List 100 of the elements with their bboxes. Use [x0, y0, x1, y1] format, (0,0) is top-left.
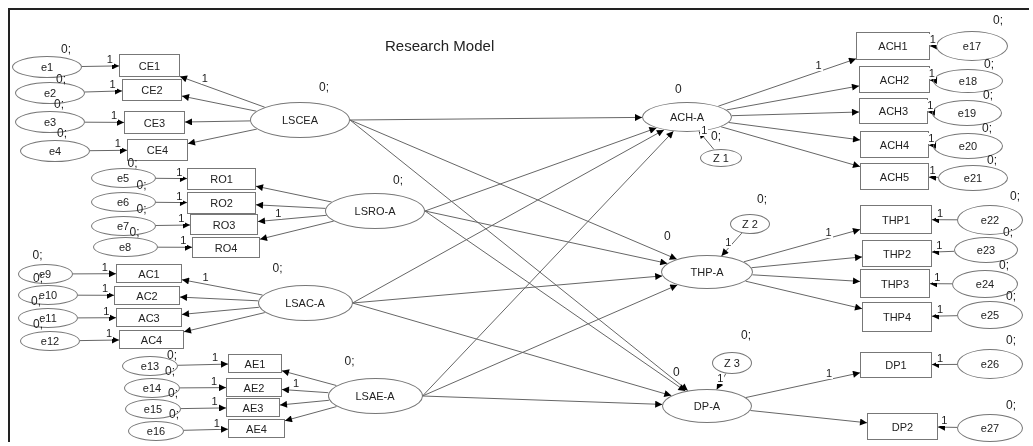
variable-label: Z 1: [713, 152, 729, 164]
edge-label: 1: [212, 417, 221, 429]
edge-label: 1: [201, 272, 210, 283]
arrow: [155, 175, 188, 183]
variable-label: e1: [40, 61, 54, 73]
variable-label: e14: [142, 382, 162, 394]
parameter-value: 0;: [1003, 226, 1013, 238]
arrow: [259, 220, 335, 241]
variable-label: e23: [976, 244, 996, 256]
arrow: [281, 386, 329, 394]
parameter-value: 0;: [1010, 190, 1020, 202]
arrow: [349, 113, 643, 121]
edge-label: 1: [700, 124, 709, 136]
parameter-value: 0;: [136, 203, 147, 215]
variable-label: THP2: [882, 247, 912, 260]
arrow: [89, 146, 128, 154]
edge-label: 1: [210, 396, 219, 408]
variable-label: DP-A: [693, 400, 721, 412]
arrow: [349, 119, 689, 392]
variable-label: e17: [962, 40, 982, 52]
arrow: [698, 131, 715, 150]
indicator-box: [119, 330, 184, 349]
indicator-box: [187, 168, 256, 190]
arrow: [728, 122, 861, 143]
edge-label: 1: [110, 110, 119, 122]
variable-label: e26: [980, 358, 1000, 370]
parameter-value: 0;: [167, 349, 177, 361]
arrow: [187, 128, 258, 146]
parameter-value: 0;: [1006, 290, 1016, 302]
variable-label: e13: [140, 360, 160, 372]
variable-label: RO4: [214, 241, 238, 254]
arrow: [179, 293, 259, 302]
arrow: [352, 129, 665, 304]
variable-label: e20: [958, 140, 978, 152]
parameter-value: 0;: [129, 226, 140, 238]
arrow: [181, 306, 260, 318]
variable-label: AE3: [242, 401, 264, 414]
parameter-value: 0;: [984, 58, 994, 70]
indicator-box: [119, 54, 180, 77]
arrow: [422, 284, 678, 397]
indicator-box: [860, 163, 929, 190]
edge-label: 1: [291, 378, 301, 390]
indicator-box: [114, 286, 180, 305]
arrow: [931, 361, 958, 369]
parameter-value: 0;: [741, 329, 751, 341]
arrow: [731, 108, 860, 117]
indicator-box: [124, 111, 185, 134]
diagram-title: Research Model: [385, 37, 495, 54]
edge-label: 1: [210, 375, 219, 387]
variable-label: AC2: [136, 289, 158, 302]
arrow: [180, 404, 227, 412]
indicator-box: [226, 398, 280, 417]
arrow: [184, 118, 251, 126]
parameter-value: 0;: [982, 122, 992, 134]
edge-label: 1: [926, 99, 935, 111]
variable-label: THP3: [880, 277, 910, 290]
arrow: [81, 62, 120, 70]
indicator-box: [860, 205, 932, 234]
arrow: [424, 210, 668, 266]
edge-label: 1: [100, 261, 109, 273]
arrow: [77, 314, 117, 322]
indicator-box: [860, 352, 932, 378]
edge-label: 1: [274, 207, 283, 219]
edge-label: 1: [936, 304, 945, 316]
indicator-box: [860, 269, 930, 298]
variable-label: AC3: [138, 311, 160, 324]
indicator-box: [116, 264, 182, 283]
arrow: [929, 280, 953, 288]
variable-label: RO3: [212, 218, 236, 231]
parameter-value: 0;: [165, 365, 175, 377]
arrow: [155, 221, 191, 229]
variable-label: e10: [38, 289, 58, 301]
arrow: [352, 302, 672, 397]
arrow: [77, 291, 115, 299]
variable-label: e25: [980, 309, 1000, 321]
variable-label: AC4: [140, 333, 163, 346]
parameter-value: 0;: [56, 73, 66, 85]
arrow: [721, 232, 743, 257]
variable-label: THP1: [881, 213, 911, 226]
arrow: [928, 141, 937, 149]
variable-label: ACH5: [879, 170, 910, 183]
arrow: [255, 201, 326, 209]
parameter-value: 0;: [319, 81, 329, 93]
arrow: [157, 243, 193, 251]
parameter-value: 0;: [32, 249, 43, 261]
variable-label: CE1: [138, 59, 161, 72]
arrow: [422, 395, 663, 408]
variable-label: e21: [963, 172, 983, 184]
arrow: [179, 75, 266, 108]
edge-label: 1: [814, 60, 823, 72]
edge-label: 1: [175, 166, 184, 178]
indicator-box: [867, 413, 938, 440]
edge-label: 1: [935, 239, 944, 251]
variable-label: ACH1: [878, 40, 908, 52]
edge-label: 1: [179, 235, 188, 247]
indicator-box: [862, 302, 932, 332]
indicator-box: [228, 354, 282, 373]
edge-label: 1: [936, 207, 945, 219]
arrow: [181, 277, 263, 296]
arrow: [931, 216, 958, 224]
